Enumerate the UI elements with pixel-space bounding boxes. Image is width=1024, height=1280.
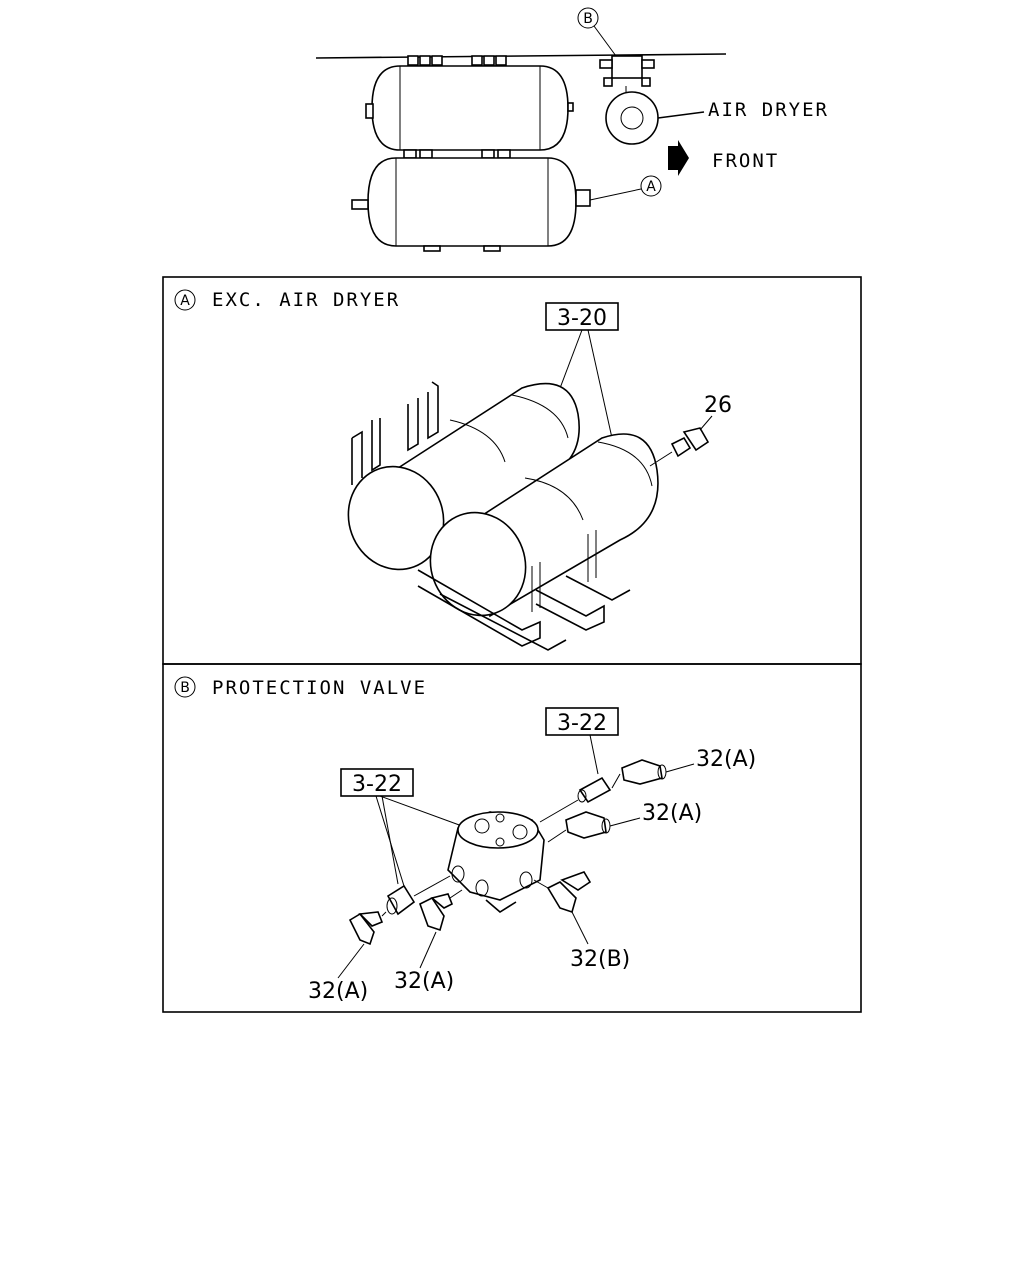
front-label: FRONT	[712, 150, 779, 172]
support-rails	[417, 530, 631, 651]
callout-b: B	[577, 7, 617, 57]
elbow-fitting-32b	[533, 871, 592, 914]
lower-air-tank	[351, 157, 591, 252]
front-arrow-icon	[668, 140, 689, 176]
part-26-label: 26	[704, 393, 732, 418]
elbow-fitting-26	[649, 427, 710, 467]
tank-brackets	[351, 381, 439, 485]
panel-b-marker: B	[180, 680, 190, 696]
svg-text:A: A	[646, 179, 656, 195]
protection-valve-small	[599, 55, 655, 92]
part-32a-label-1: 32(A)	[696, 747, 756, 772]
upper-air-tank	[365, 65, 574, 151]
elbow-fitting-32a-upper	[611, 759, 667, 789]
part-32b-label: 32(B)	[570, 947, 630, 972]
ref-box-3-22-top	[545, 707, 619, 736]
panel-a-title: EXC. AIR DRYER	[212, 289, 400, 311]
elbow-fitting-32a-lower-middle	[419, 889, 463, 932]
top-overview: B A AIR DRYER FRONT	[315, 7, 829, 252]
panel-a-marker: A	[180, 293, 190, 309]
panel-b-title: PROTECTION VALVE	[212, 677, 427, 699]
air-dryer-small	[605, 91, 705, 145]
adapter-upper	[539, 776, 612, 823]
panel-b-marker-circle	[174, 676, 196, 698]
panel-a: A EXC. AIR DRYER 3-20	[162, 276, 862, 665]
ref-box-3-20-text: 3-20	[557, 306, 607, 331]
ref-box-3-22-left-text: 3-22	[352, 772, 402, 797]
rear-air-tank	[347, 382, 580, 571]
part-32a-label-4: 32(A)	[394, 969, 454, 994]
panel-b-frame	[162, 663, 862, 1013]
svg-text:B: B	[583, 11, 593, 27]
part-32a-label-3: 32(A)	[308, 979, 368, 1004]
adapter-left	[386, 875, 451, 916]
protection-valve-body	[447, 811, 545, 913]
frame-line	[315, 53, 727, 59]
ref-box-3-22-left	[340, 768, 414, 797]
air-dryer-label: AIR DRYER	[708, 99, 829, 121]
panel-a-marker-circle	[174, 289, 196, 311]
tank-straps	[403, 149, 511, 159]
part-32a-label-2: 32(A)	[642, 801, 702, 826]
front-air-tank	[429, 433, 659, 618]
panel-b: B PROTECTION VALVE 3-22 3-22	[162, 663, 862, 1013]
ref-box-3-22-top-text: 3-22	[557, 711, 607, 736]
frame-brackets	[407, 55, 507, 66]
elbow-fitting-32a-middle	[547, 811, 611, 843]
elbow-fitting-32a-far-left	[348, 911, 387, 946]
callout-a: A	[589, 175, 662, 201]
